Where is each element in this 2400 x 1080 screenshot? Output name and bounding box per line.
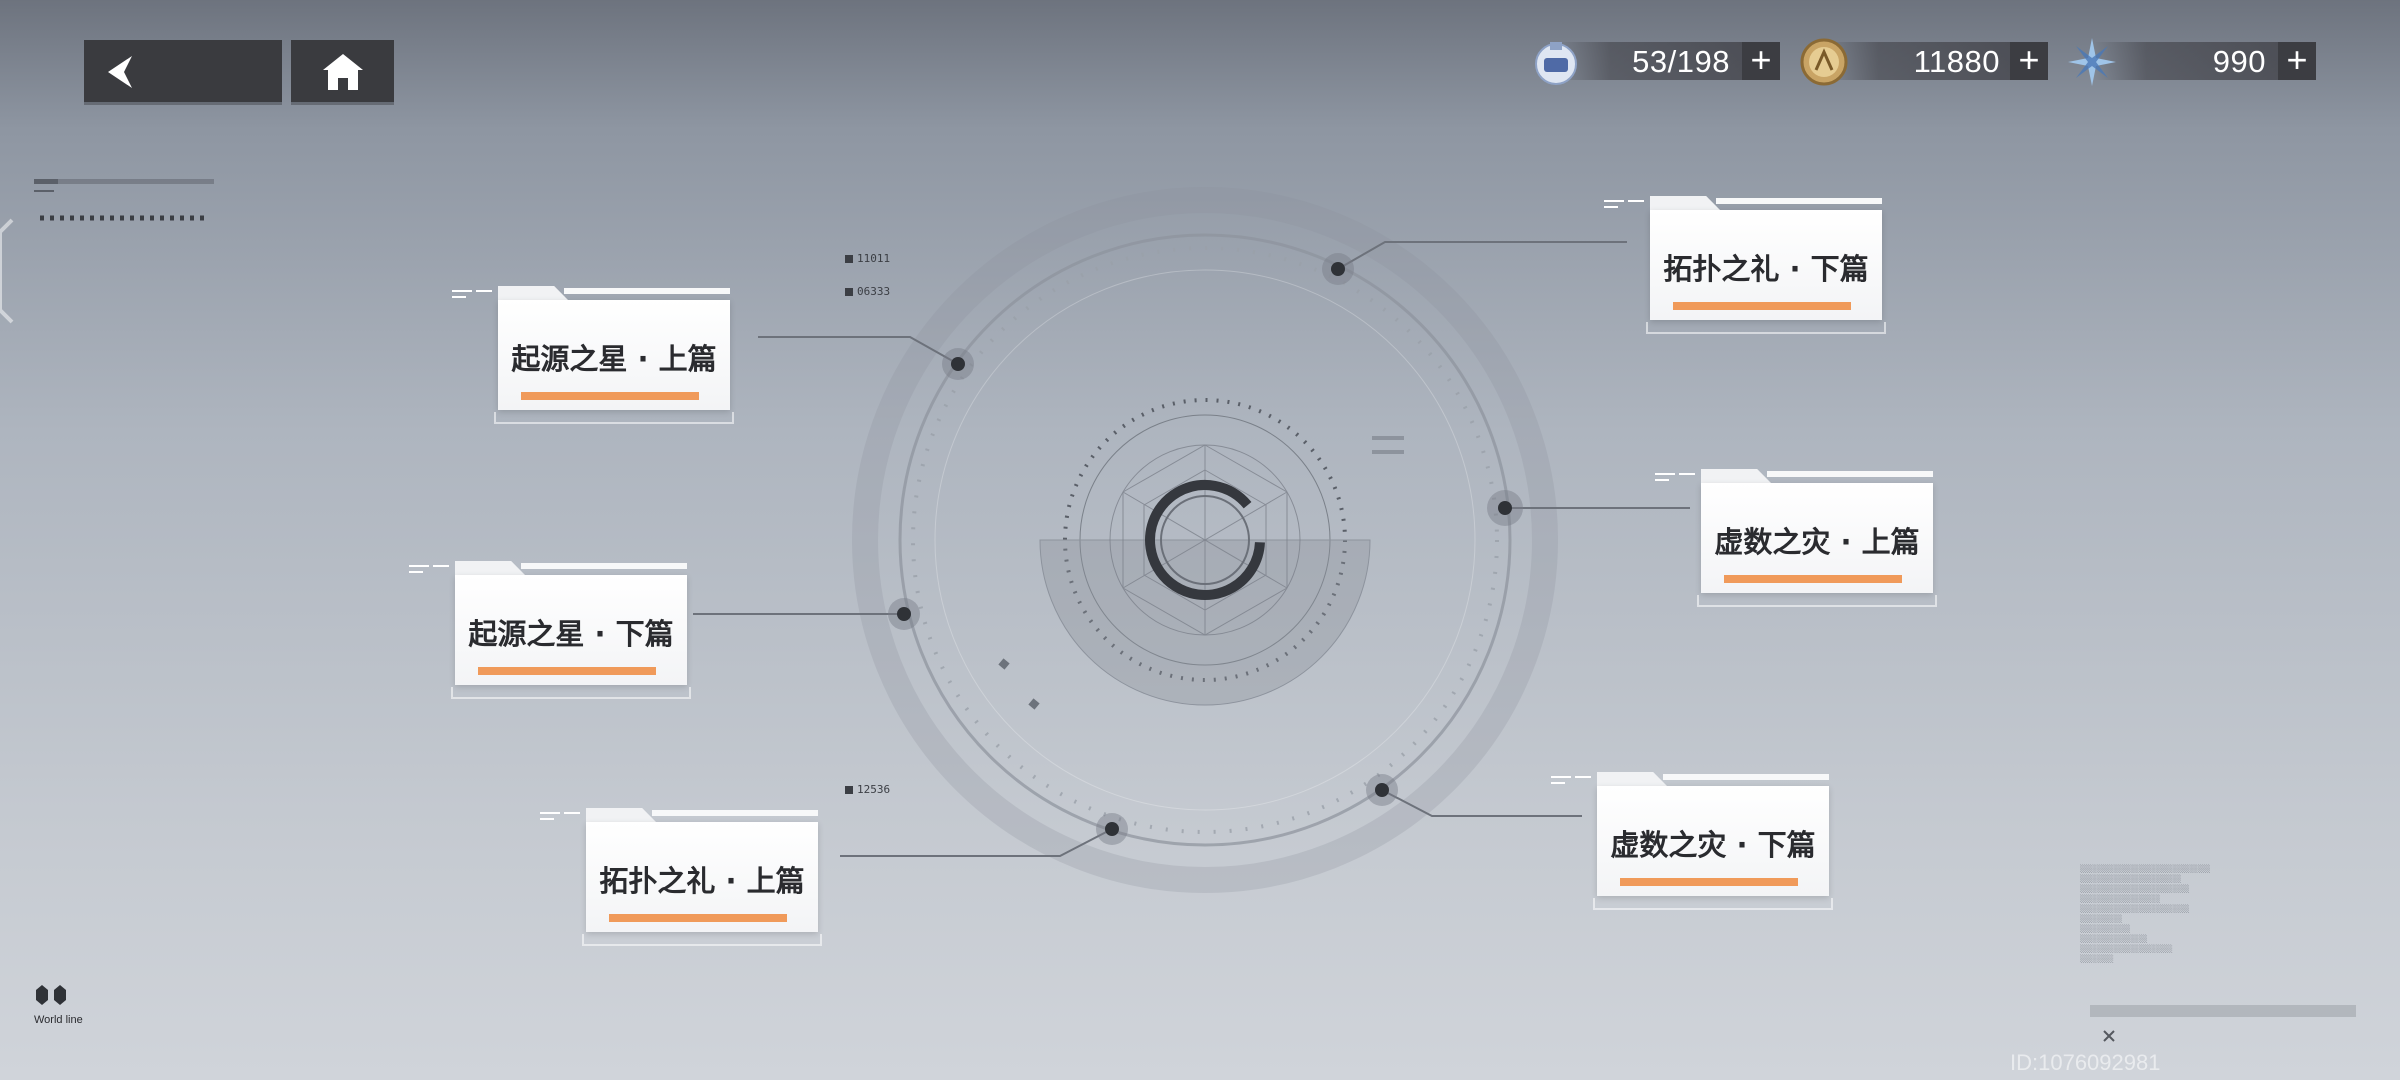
chapter-label: 起源之星 · 下篇: [468, 617, 674, 651]
crystal-resource: 990 +: [2066, 38, 2316, 86]
code-label-1: 11011: [845, 252, 890, 265]
chapter-label: 拓扑之礼 · 上篇: [599, 864, 805, 898]
chapter-card-origin-star-part2[interactable]: 起源之星 · 下篇: [409, 561, 691, 699]
world-line-button[interactable]: World line: [34, 985, 83, 1026]
stamina-resource: 53/198 +: [1530, 38, 1780, 85]
code-label-3: 12536: [845, 783, 890, 796]
chapter-card-imaginary-disaster-part2[interactable]: 虚数之灾 · 下篇: [1551, 772, 1833, 910]
chapter-label: 虚数之灾 · 上篇: [1714, 525, 1920, 559]
crystal-icon: [2068, 38, 2116, 86]
world-line-label: World line: [34, 1014, 83, 1026]
add-coin-button[interactable]: +: [2010, 42, 2048, 80]
chapter-card-topology-gift-part2[interactable]: 拓扑之礼 · 下篇: [1604, 196, 1886, 334]
home-button[interactable]: [291, 40, 394, 102]
add-stamina-button[interactable]: +: [1742, 42, 1780, 80]
chapter-card-origin-star-part1[interactable]: 起源之星 · 上篇: [452, 286, 734, 424]
coin-value: 11880: [1913, 44, 2000, 79]
crystal-value: 990: [2212, 44, 2266, 79]
code-label-2: 06333: [845, 285, 890, 298]
chapter-label: 起源之星 · 上篇: [511, 342, 717, 376]
chapter-label: 拓扑之礼 · 下篇: [1663, 252, 1869, 286]
decorative-code-text: ░░░░░░░░░░░░░░░░░░░░░░░░░░░░░░░░░░░░░░░░…: [2080, 865, 2211, 963]
stamina-icon: [1535, 42, 1577, 85]
back-arrow-icon: [108, 56, 132, 88]
coin-resource: 11880 +: [1798, 38, 2048, 86]
stamina-value: 53/198: [1632, 44, 1730, 79]
back-button[interactable]: [84, 40, 282, 102]
coin-icon: [1800, 38, 1848, 86]
chapter-card-imaginary-disaster-part1[interactable]: 虚数之灾 · 上篇: [1655, 469, 1937, 607]
world-line-icon: [36, 985, 66, 1005]
home-icon: [323, 54, 363, 90]
chapter-label: 虚数之灾 · 下篇: [1610, 828, 1816, 862]
chapter-card-topology-gift-part1[interactable]: 拓扑之礼 · 上篇: [540, 808, 822, 946]
user-id-watermark: ID:1076092981: [2010, 1050, 2161, 1075]
add-crystal-button[interactable]: +: [2278, 42, 2316, 80]
